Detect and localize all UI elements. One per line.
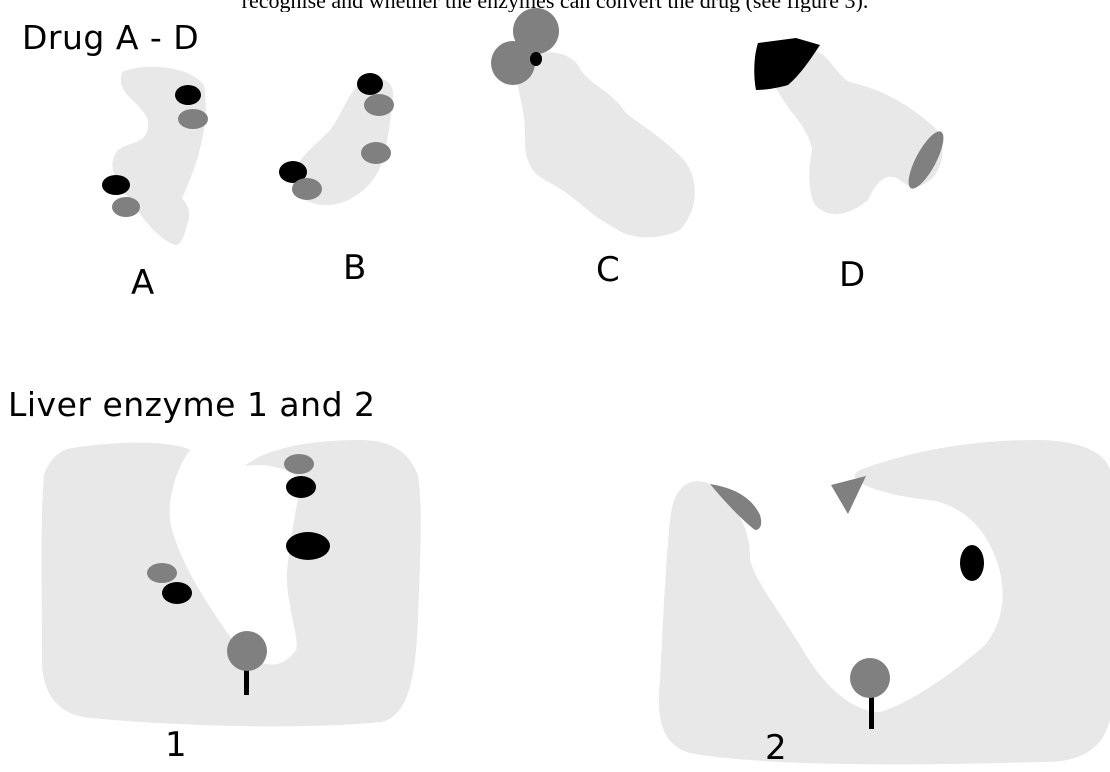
enzyme-1 (42, 440, 421, 726)
drug-d (754, 38, 950, 214)
enzyme-1-gray-site-1 (284, 454, 314, 474)
enzyme-1-gray-site-2 (147, 563, 177, 583)
drug-a (102, 67, 208, 245)
enzyme-1-gray-ball (227, 631, 267, 671)
drug-c-gray-site-2 (491, 41, 535, 85)
enzyme-1-label: 1 (165, 725, 187, 765)
drug-b-gray-site-2 (361, 142, 391, 164)
drug-b-gray-site-1 (364, 94, 394, 116)
drug-c-label: C (596, 250, 620, 290)
drug-a-gray-site-2 (112, 197, 140, 217)
drug-c-body (517, 52, 695, 237)
drug-a-dark-site-2 (102, 175, 130, 195)
enzyme-2-gray-ball (850, 658, 890, 698)
drug-b-label: B (343, 248, 366, 288)
drug-a-gray-site-1 (178, 109, 208, 129)
drug-b (279, 73, 394, 205)
enzyme-1-body (42, 440, 421, 726)
enzyme-2-dark-site (960, 545, 984, 581)
enzyme-1-dark-site-3 (162, 582, 192, 604)
drug-b-dark-site-1 (357, 73, 383, 95)
drug-a-label: A (131, 263, 154, 303)
drug-b-gray-site-3 (292, 178, 322, 200)
drug-d-label: D (839, 255, 865, 295)
enzyme-2 (659, 440, 1110, 764)
drug-c (491, 8, 695, 237)
enzyme-2-gray-triangle (831, 476, 866, 514)
drug-a-dark-site-1 (175, 85, 201, 105)
enzyme-1-dark-site-1 (286, 476, 316, 498)
enzyme-1-dark-site-2 (286, 532, 330, 560)
enzyme-2-label: 2 (765, 728, 787, 768)
drug-c-dark-dot (530, 52, 542, 66)
